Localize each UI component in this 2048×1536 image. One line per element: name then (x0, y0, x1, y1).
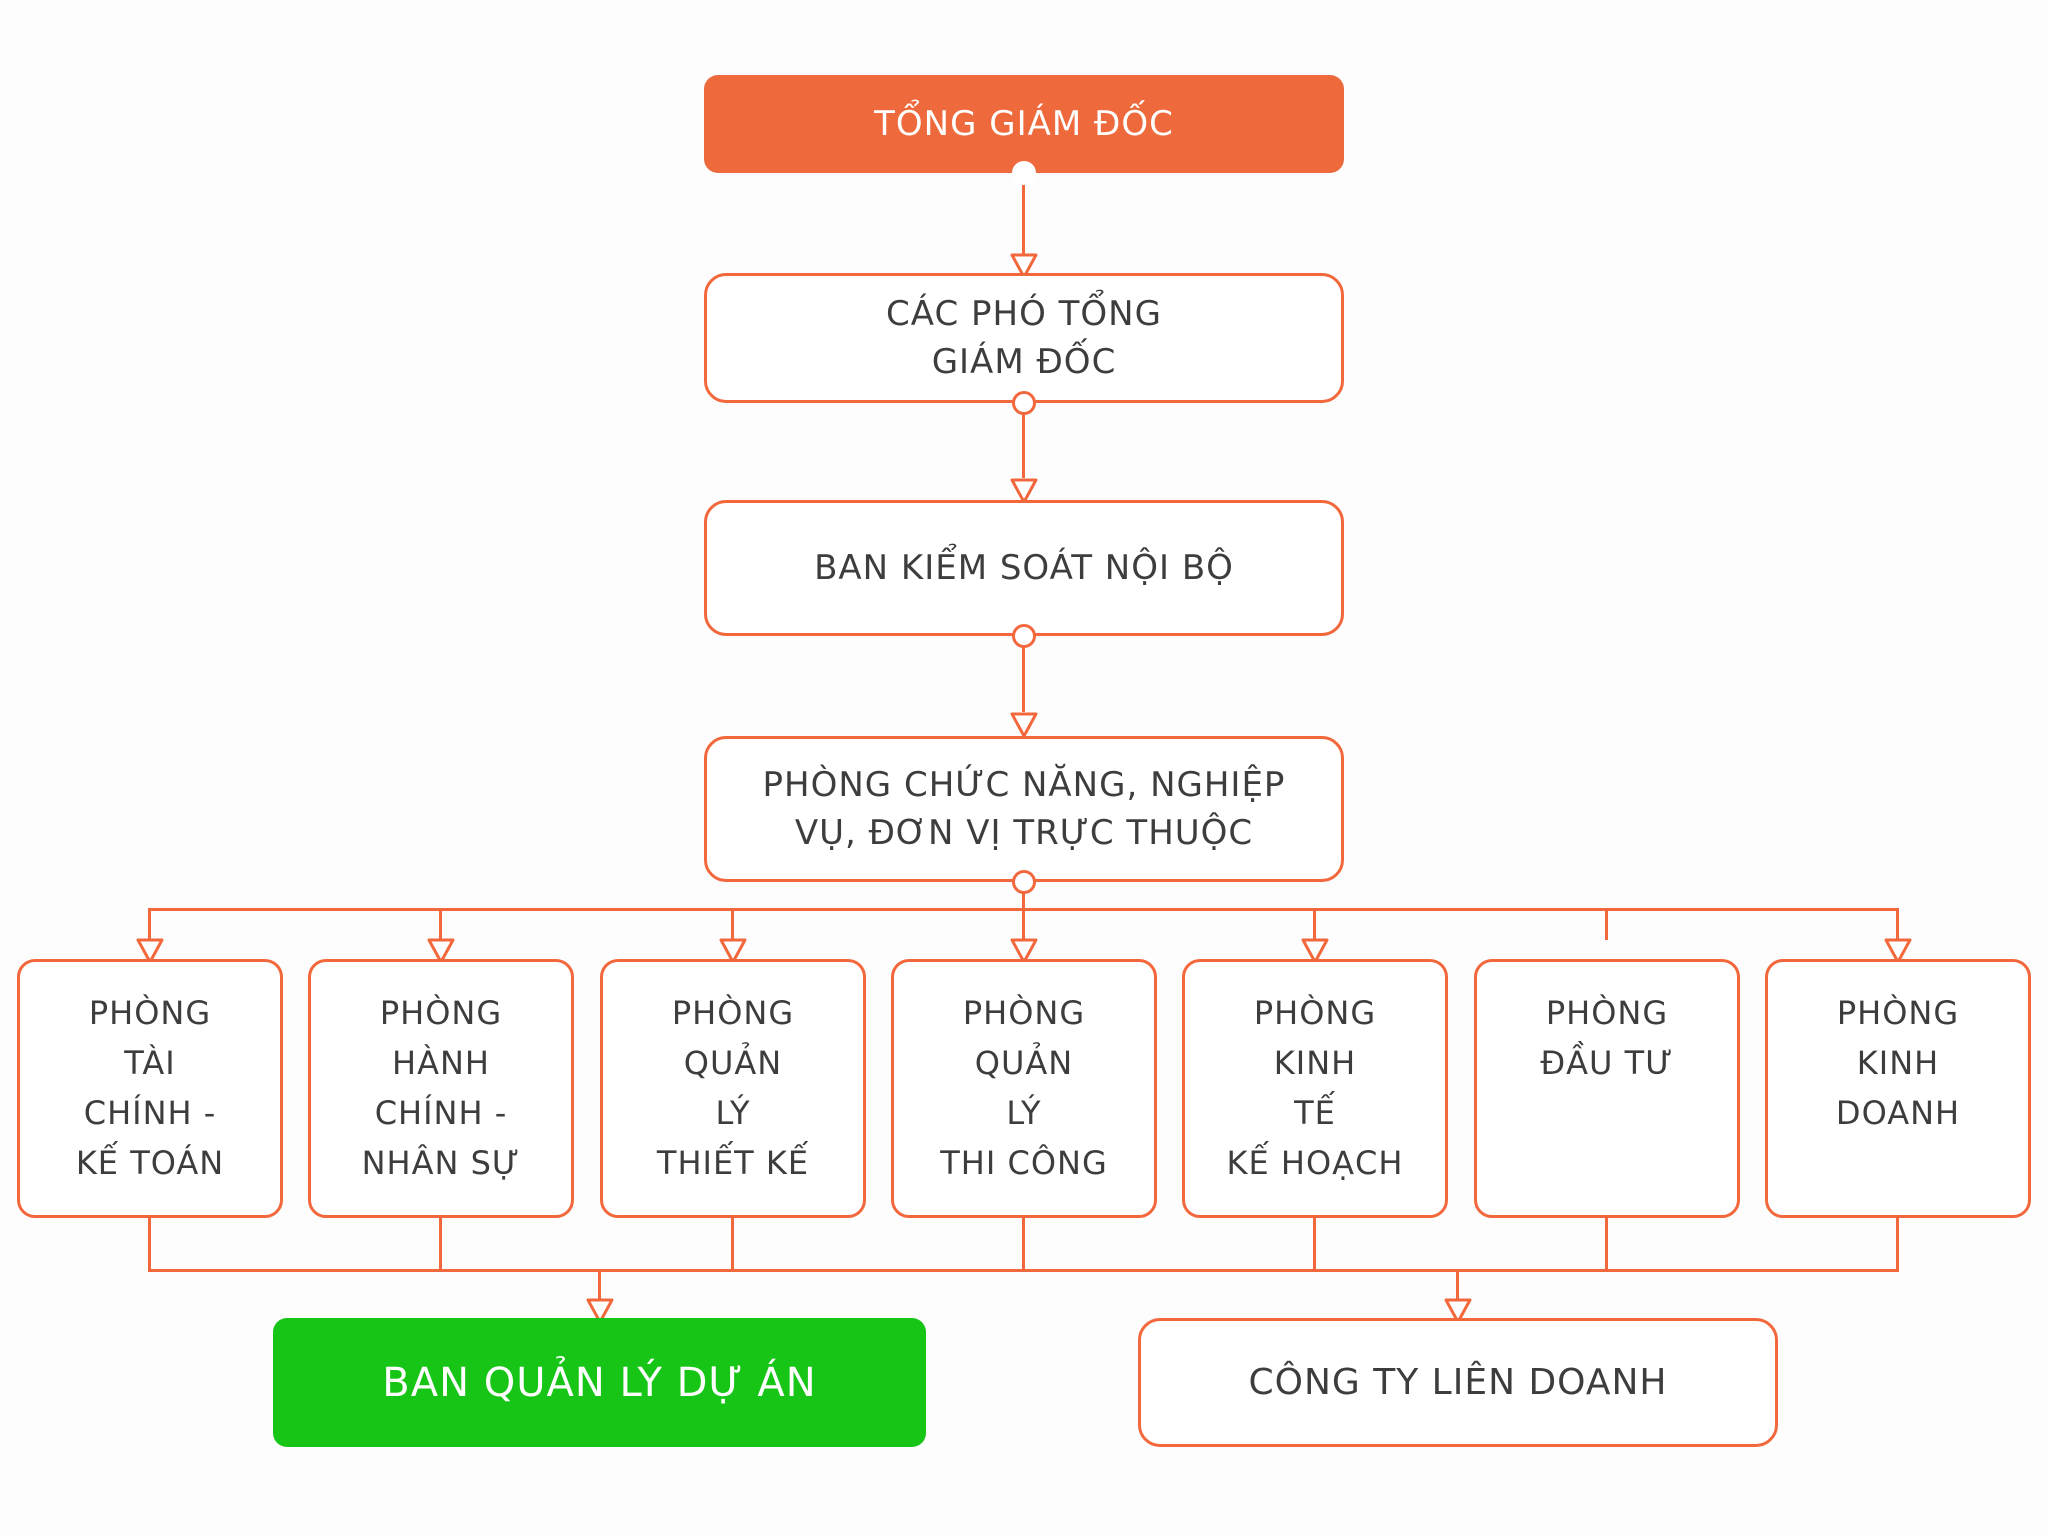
node-internal-control-board: BAN KIỂM SOÁT NỘI BỘ (704, 500, 1344, 636)
connector-stem-dept-4 (1022, 1218, 1025, 1272)
node-dept-admin-hr: PHÒNG HÀNH CHÍNH - NHÂN SỰ (308, 959, 574, 1218)
connector-stem-dept-7 (1896, 1218, 1899, 1272)
node-functional-units: PHÒNG CHỨC NĂNG, NGHIỆP VỤ, ĐƠN VỊ TRỰC … (704, 736, 1344, 882)
connector-stem-dept-5 (1313, 1218, 1316, 1272)
node-deputy-general-directors: CÁC PHÓ TỔNG GIÁM ĐỐC (704, 273, 1344, 403)
node-dept-finance-accounting: PHÒNG TÀI CHÍNH - KẾ TOÁN (17, 959, 283, 1218)
node-joint-venture-company: CÔNG TY LIÊN DOANH (1138, 1318, 1778, 1447)
connector-ceo-dot (1012, 161, 1036, 185)
connector-drop-joint-venture (1456, 1269, 1459, 1300)
connector-deputies-control-line (1022, 403, 1025, 478)
node-internal-control-board-label: BAN KIỂM SOÁT NỘI BỘ (814, 548, 1234, 588)
connector-drop-dept-4 (1022, 908, 1025, 940)
node-joint-venture-company-label: CÔNG TY LIÊN DOANH (1248, 1361, 1668, 1403)
node-ceo-label: TỔNG GIÁM ĐỐC (874, 104, 1174, 144)
connector-drop-dept-1 (148, 908, 151, 940)
connector-drop-dept-7 (1896, 908, 1899, 940)
node-deputy-general-directors-label: CÁC PHÓ TỔNG GIÁM ĐỐC (886, 294, 1162, 382)
connector-drop-project-board (598, 1269, 601, 1300)
node-dept-construction-management: PHÒNG QUẢN LÝ THI CÔNG (891, 959, 1157, 1218)
connector-deputies-dot (1012, 391, 1036, 415)
connector-stem-dept-2 (439, 1218, 442, 1272)
arrow-down-icon (1009, 253, 1039, 279)
node-functional-units-label: PHÒNG CHỨC NĂNG, NGHIỆP VỤ, ĐƠN VỊ TRỰC … (762, 765, 1286, 853)
arrow-down-icon (426, 938, 456, 964)
arrow-down-icon (135, 938, 165, 964)
node-project-management-board: BAN QUẢN LÝ DỰ ÁN (273, 1318, 926, 1447)
node-dept-business: PHÒNG KINH DOANH (1765, 959, 2031, 1218)
connector-drop-dept-5 (1313, 908, 1316, 940)
arrow-down-icon (1009, 938, 1039, 964)
connector-control-dot (1012, 624, 1036, 648)
arrow-down-icon (718, 938, 748, 964)
connector-stem-dept-6 (1605, 1218, 1608, 1272)
connector-stem-dept-1 (148, 1218, 151, 1272)
connector-functional-rail-line (1022, 882, 1025, 911)
node-ceo: TỔNG GIÁM ĐỐC (704, 75, 1344, 173)
connector-drop-dept-3 (731, 908, 734, 940)
node-dept-investment: PHÒNG ĐẦU TƯ (1474, 959, 1740, 1218)
arrow-down-icon (1883, 938, 1913, 964)
node-dept-design-management: PHÒNG QUẢN LÝ THIẾT KẾ (600, 959, 866, 1218)
dept-label: PHÒNG HÀNH CHÍNH - NHÂN SỰ (361, 994, 521, 1182)
arrow-down-icon (585, 1298, 615, 1324)
node-project-management-board-label: BAN QUẢN LÝ DỰ ÁN (382, 1359, 817, 1406)
arrow-down-icon (1009, 478, 1039, 504)
connector-drop-dept-2 (439, 908, 442, 940)
arrow-down-icon (1443, 1298, 1473, 1324)
node-dept-economics-planning: PHÒNG KINH TẾ KẾ HOẠCH (1182, 959, 1448, 1218)
connector-functional-dot (1012, 870, 1036, 894)
dept-label: PHÒNG TÀI CHÍNH - KẾ TOÁN (75, 994, 225, 1182)
dept-label: PHÒNG KINH TẾ KẾ HOẠCH (1226, 994, 1404, 1182)
connector-control-functional-line (1022, 636, 1025, 712)
dept-label: PHÒNG KINH DOANH (1835, 994, 1961, 1132)
arrow-down-icon (1009, 712, 1039, 738)
connector-bottom-rail (150, 1269, 1898, 1272)
arrow-down-icon (1300, 938, 1330, 964)
connector-ceo-deputies-line (1022, 173, 1025, 255)
dept-label: PHÒNG QUẢN LÝ THIẾT KẾ (656, 994, 810, 1182)
connector-drop-dept-6 (1605, 908, 1608, 940)
dept-label: PHÒNG QUẢN LÝ THI CÔNG (940, 994, 1108, 1182)
connector-stem-dept-3 (731, 1218, 734, 1272)
dept-label: PHÒNG ĐẦU TƯ (1540, 994, 1674, 1082)
